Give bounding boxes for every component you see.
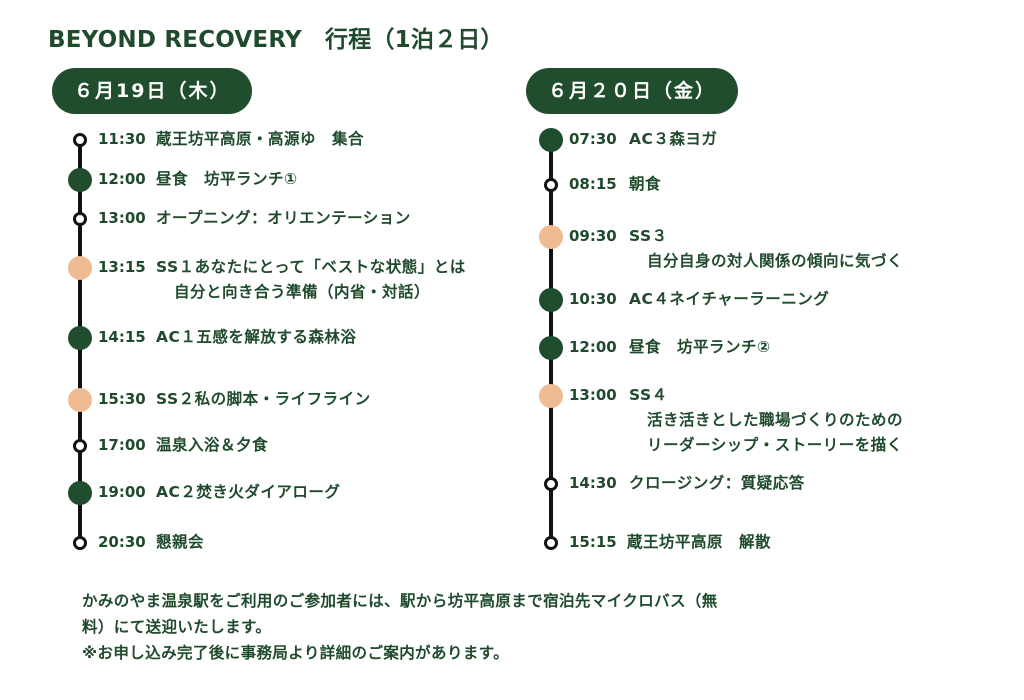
open-circle-marker <box>73 536 87 550</box>
item-text: AC２焚き火ダイアローグ <box>156 483 341 501</box>
item-time: 20:30 <box>98 533 146 551</box>
open-circle-marker <box>544 536 558 550</box>
item-time: 13:00 <box>98 209 146 227</box>
item-subtext: 自分と向き合う準備（内省・対話） <box>174 283 431 301</box>
item-text: SS２私の脚本・ライフライン <box>156 390 371 408</box>
item-text: AC１五感を解放する森林浴 <box>156 328 357 346</box>
item-time: 13:00 <box>569 386 617 404</box>
peach-circle-marker <box>68 256 92 280</box>
open-circle-marker <box>73 439 87 453</box>
peach-circle-marker <box>539 384 563 408</box>
open-circle-marker <box>544 477 558 491</box>
note-line: かみのやま温泉駅をご利用のご参加者には、駅から坊平高原まで宿泊先マイクロバス（無 <box>82 592 718 610</box>
item-time: 11:30 <box>98 130 146 148</box>
item-time: 13:15 <box>98 258 146 276</box>
item-text: 蔵王坊平高原・高源ゆ 集合 <box>156 130 365 148</box>
item-time: 15:15 <box>569 533 617 551</box>
item-text: AC４ネイチャーラーニング <box>629 290 830 308</box>
item-subtext: 活き活きとした職場づくりのための <box>647 411 904 429</box>
item-text: オープニング：オリエンテーション <box>156 209 411 227</box>
item-time: 15:30 <box>98 390 146 408</box>
note-line: 料）にて送迎いたします。 <box>82 618 272 636</box>
open-circle-marker <box>544 178 558 192</box>
item-subtext: 自分自身の対人関係の傾向に気づく <box>647 252 904 270</box>
peach-circle-marker <box>68 388 92 412</box>
day-2-badge: ６月２０日（金） <box>526 68 739 114</box>
green-circle-marker <box>68 168 92 192</box>
item-time: 14:30 <box>569 474 617 492</box>
item-text: 温泉入浴＆夕食 <box>156 436 269 454</box>
item-time: 12:00 <box>98 170 146 188</box>
item-text: SS３ 自分自身の対人関係の傾向に気づく <box>629 224 903 274</box>
note-line: ※お申し込み完了後に事務局より詳細のご案内があります。 <box>82 644 510 662</box>
green-circle-marker <box>68 326 92 350</box>
item-text: AC３森ヨガ <box>629 130 718 148</box>
open-circle-marker <box>73 212 87 226</box>
item-text: 朝食 <box>629 175 662 193</box>
item-text: 昼食 坊平ランチ① <box>156 170 298 188</box>
item-time: 17:00 <box>98 436 146 454</box>
item-time: 10:30 <box>569 290 617 308</box>
item-time: 09:30 <box>569 227 617 245</box>
open-circle-marker <box>73 133 87 147</box>
green-circle-marker <box>539 128 563 152</box>
item-text: SS４ 活き活きとした職場づくりのための リーダーシップ・ストーリーを描く <box>629 383 903 458</box>
green-circle-marker <box>539 336 563 360</box>
item-text: 昼食 坊平ランチ② <box>629 338 771 356</box>
item-text: クロージング：質疑応答 <box>629 474 805 492</box>
item-text: 蔵王坊平高原 解散 <box>627 533 772 551</box>
item-time: 12:00 <box>569 338 617 356</box>
item-time: 07:30 <box>569 130 617 148</box>
peach-circle-marker <box>539 225 563 249</box>
green-circle-marker <box>68 481 92 505</box>
day-1-badge: ６月19日（木） <box>52 68 253 114</box>
item-time: 19:00 <box>98 483 146 501</box>
page-title: BEYOND RECOVERY 行程（1泊２日） <box>48 27 504 53</box>
item-subtext: リーダーシップ・ストーリーを描く <box>647 436 903 454</box>
item-time: 14:15 <box>98 328 146 346</box>
item-time: 08:15 <box>569 175 617 193</box>
footer-note: かみのやま温泉駅をご利用のご参加者には、駅から坊平高原まで宿泊先マイクロバス（無… <box>82 588 912 666</box>
item-text: 懇親会 <box>156 533 205 551</box>
item-text: SS１あなたにとって「ベストな状態」とは 自分と向き合う準備（内省・対話） <box>156 255 466 305</box>
green-circle-marker <box>539 288 563 312</box>
